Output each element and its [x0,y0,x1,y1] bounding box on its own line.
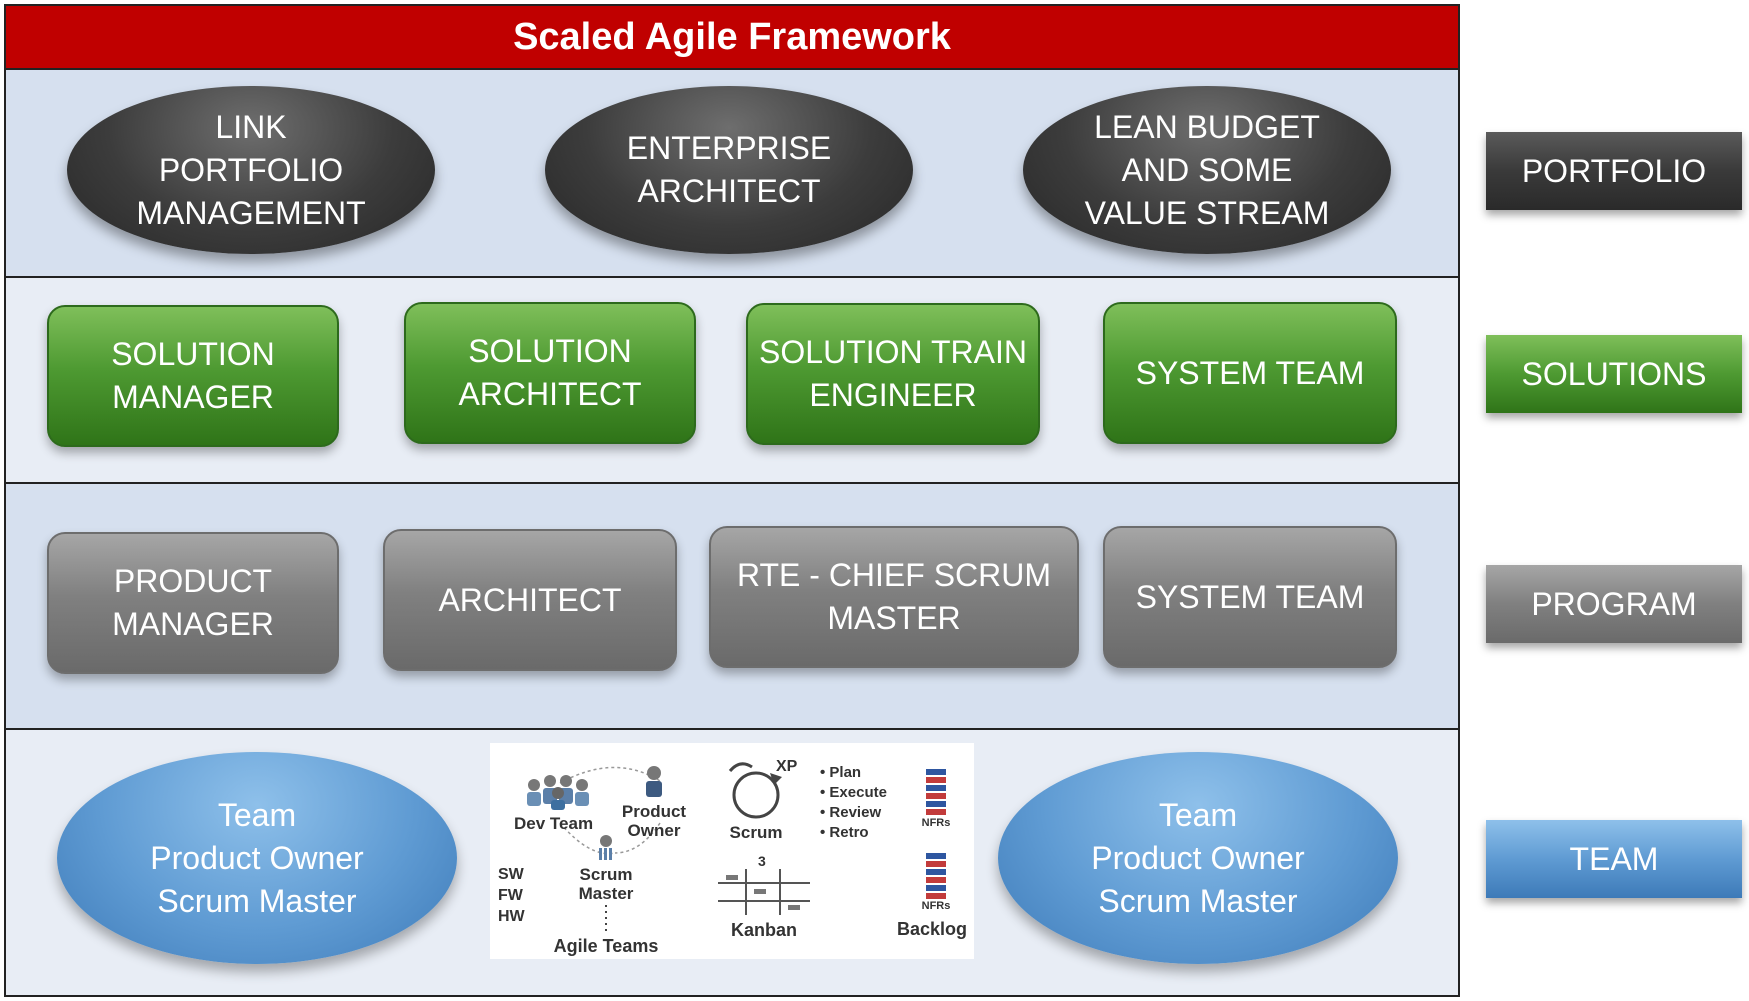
scrum-cycle-icon [728,762,782,819]
scrum-master-label: Scrum [580,865,633,884]
backlog-label: Backlog [897,919,967,939]
solutions-node-system-team: SYSTEM TEAM [1103,302,1397,444]
node-line: RTE - CHIEF SCRUM [736,557,1052,593]
step-retro: • Retro [820,824,869,841]
step-execute: • Execute [820,784,887,801]
node-line: AND SOME [1121,151,1293,188]
node-line: SYSTEM TEAM [1135,354,1365,391]
node-line: SYSTEM TEAM [1135,578,1365,615]
scrum-master-label: Master [579,884,634,903]
node-line: MANAGER [112,606,274,642]
portfolio-node-enterprise-architect: ENTERPRISE ARCHITECT [545,86,913,254]
nfr-stack-icon-top [926,769,946,815]
kanban-number: 3 [758,853,766,869]
legend-program: PROGRAM [1486,565,1742,643]
nfrs-label-bottom: NFRs [922,900,951,912]
program-node-product-manager: PRODUCT MANAGER [47,532,339,674]
legend-team: TEAM [1486,820,1742,898]
step-plan: • Plan [820,764,861,781]
node-line: MANAGEMENT [136,194,366,231]
node-line: ARCHITECT [637,173,821,209]
diagram-title: Scaled Agile Framework [4,4,1460,70]
node-line: MASTER [827,600,961,636]
program-node-rte-chief-scrum-master: RTE - CHIEF SCRUM MASTER [709,526,1079,668]
solutions-node-solution-train-engineer: SOLUTION TRAIN ENGINEER [746,303,1040,445]
node-line: SOLUTION [111,336,275,372]
node-line: SOLUTION TRAIN [759,334,1027,370]
node-line: ENTERPRISE [626,130,832,166]
step-review: • Review [820,804,881,821]
node-line: ARCHITECT [458,376,642,412]
node-line: Product Owner [1091,839,1305,876]
team-arc-top [559,766,661,784]
node-line: LINK [215,108,287,145]
layer-label-sw: SW [498,866,525,883]
node-line: ENGINEER [809,377,977,413]
agile-teams-graphic: Dev Team Product Owner Scrum Master SW F… [498,758,967,956]
dev-team-label: Dev Team [514,814,593,833]
layer-label-hw: HW [498,908,526,925]
node-line: Team [1158,796,1238,833]
solutions-node-solution-architect: SOLUTION ARCHITECT [404,302,696,444]
legend-solutions: SOLUTIONS [1486,335,1742,413]
node-line: MANAGER [112,379,274,415]
team-arc-right [614,822,661,854]
node-line: ARCHITECT [438,581,622,618]
scrum-label: Scrum [730,823,783,842]
dev-team-icon [527,775,589,810]
product-owner-label: Owner [628,821,681,840]
node-line: SOLUTION [468,333,632,369]
scrum-master-icon [599,835,612,860]
program-node-architect: ARCHITECT [383,529,677,671]
agile-teams-illustration: Dev Team Product Owner Scrum Master SW F… [490,743,974,959]
product-owner-icon [646,766,662,797]
kanban-board-icon [718,869,810,915]
nfr-stack-icon-bottom [926,853,946,899]
product-owner-label: Product [622,802,687,821]
node-line: PRODUCT [113,563,273,599]
node-line: PORTFOLIO [158,151,344,188]
portfolio-node-link-portfolio-management: LINK PORTFOLIO MANAGEMENT [67,86,435,254]
xp-label: XP [776,758,798,775]
solutions-node-solution-manager: SOLUTION MANAGER [47,305,339,447]
node-line: Scrum Master [1098,882,1298,919]
node-line: LEAN BUDGET [1094,108,1320,145]
node-line: VALUE STREAM [1084,194,1330,231]
legend-portfolio: PORTFOLIO [1486,132,1742,210]
node-line: Team [217,796,297,833]
layer-label-fw: FW [498,887,524,904]
program-node-system-team: SYSTEM TEAM [1103,526,1397,668]
node-line: Scrum Master [157,882,357,919]
node-line: Product Owner [150,839,364,876]
kanban-label: Kanban [731,920,797,940]
portfolio-node-lean-budget: LEAN BUDGET AND SOME VALUE STREAM [1023,86,1391,254]
agile-teams-label: Agile Teams [554,936,659,956]
nfrs-label-top: NFRs [922,817,951,829]
